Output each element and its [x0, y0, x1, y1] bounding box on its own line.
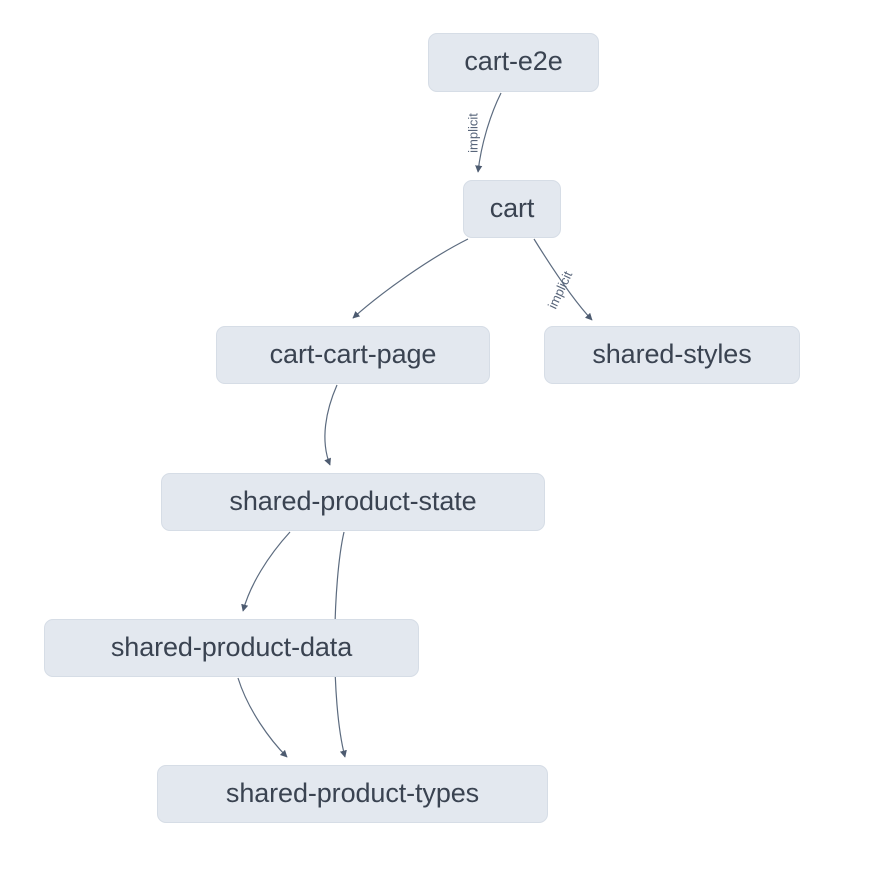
edge-label-cart-e2e-to-cart: implicit [465, 113, 481, 153]
node-label: shared-styles [592, 338, 752, 369]
node-label: cart-e2e [464, 46, 563, 76]
node-shared-styles[interactable]: shared-styles [544, 326, 800, 384]
node-shared-product-data[interactable]: shared-product-data [44, 619, 419, 677]
edge-cart-e2e-to-cart [475, 92, 502, 173]
node-label: cart-cart-page [269, 338, 437, 369]
edge-cart-to-cart-cart-page [352, 238, 469, 319]
node-label: cart [489, 192, 535, 223]
node-shared-product-state[interactable]: shared-product-state [161, 473, 545, 531]
node-label: shared-product-state [229, 485, 477, 516]
edge-cart-cart-page-to-shared-product-state [324, 384, 338, 466]
node-cart[interactable]: cart [463, 180, 561, 238]
node-shared-product-types[interactable]: shared-product-types [157, 765, 548, 823]
node-label: shared-product-types [225, 777, 480, 808]
edge-label-cart-to-shared-styles: implicit [544, 268, 576, 312]
node-cart-cart-page[interactable]: cart-cart-page [216, 326, 490, 384]
edge-shared-product-data-to-shared-product-types [237, 677, 288, 758]
edge-shared-product-state-to-shared-product-data [241, 531, 291, 612]
node-cart-e2e[interactable]: cart-e2e [428, 33, 599, 92]
node-label: shared-product-data [110, 631, 353, 662]
